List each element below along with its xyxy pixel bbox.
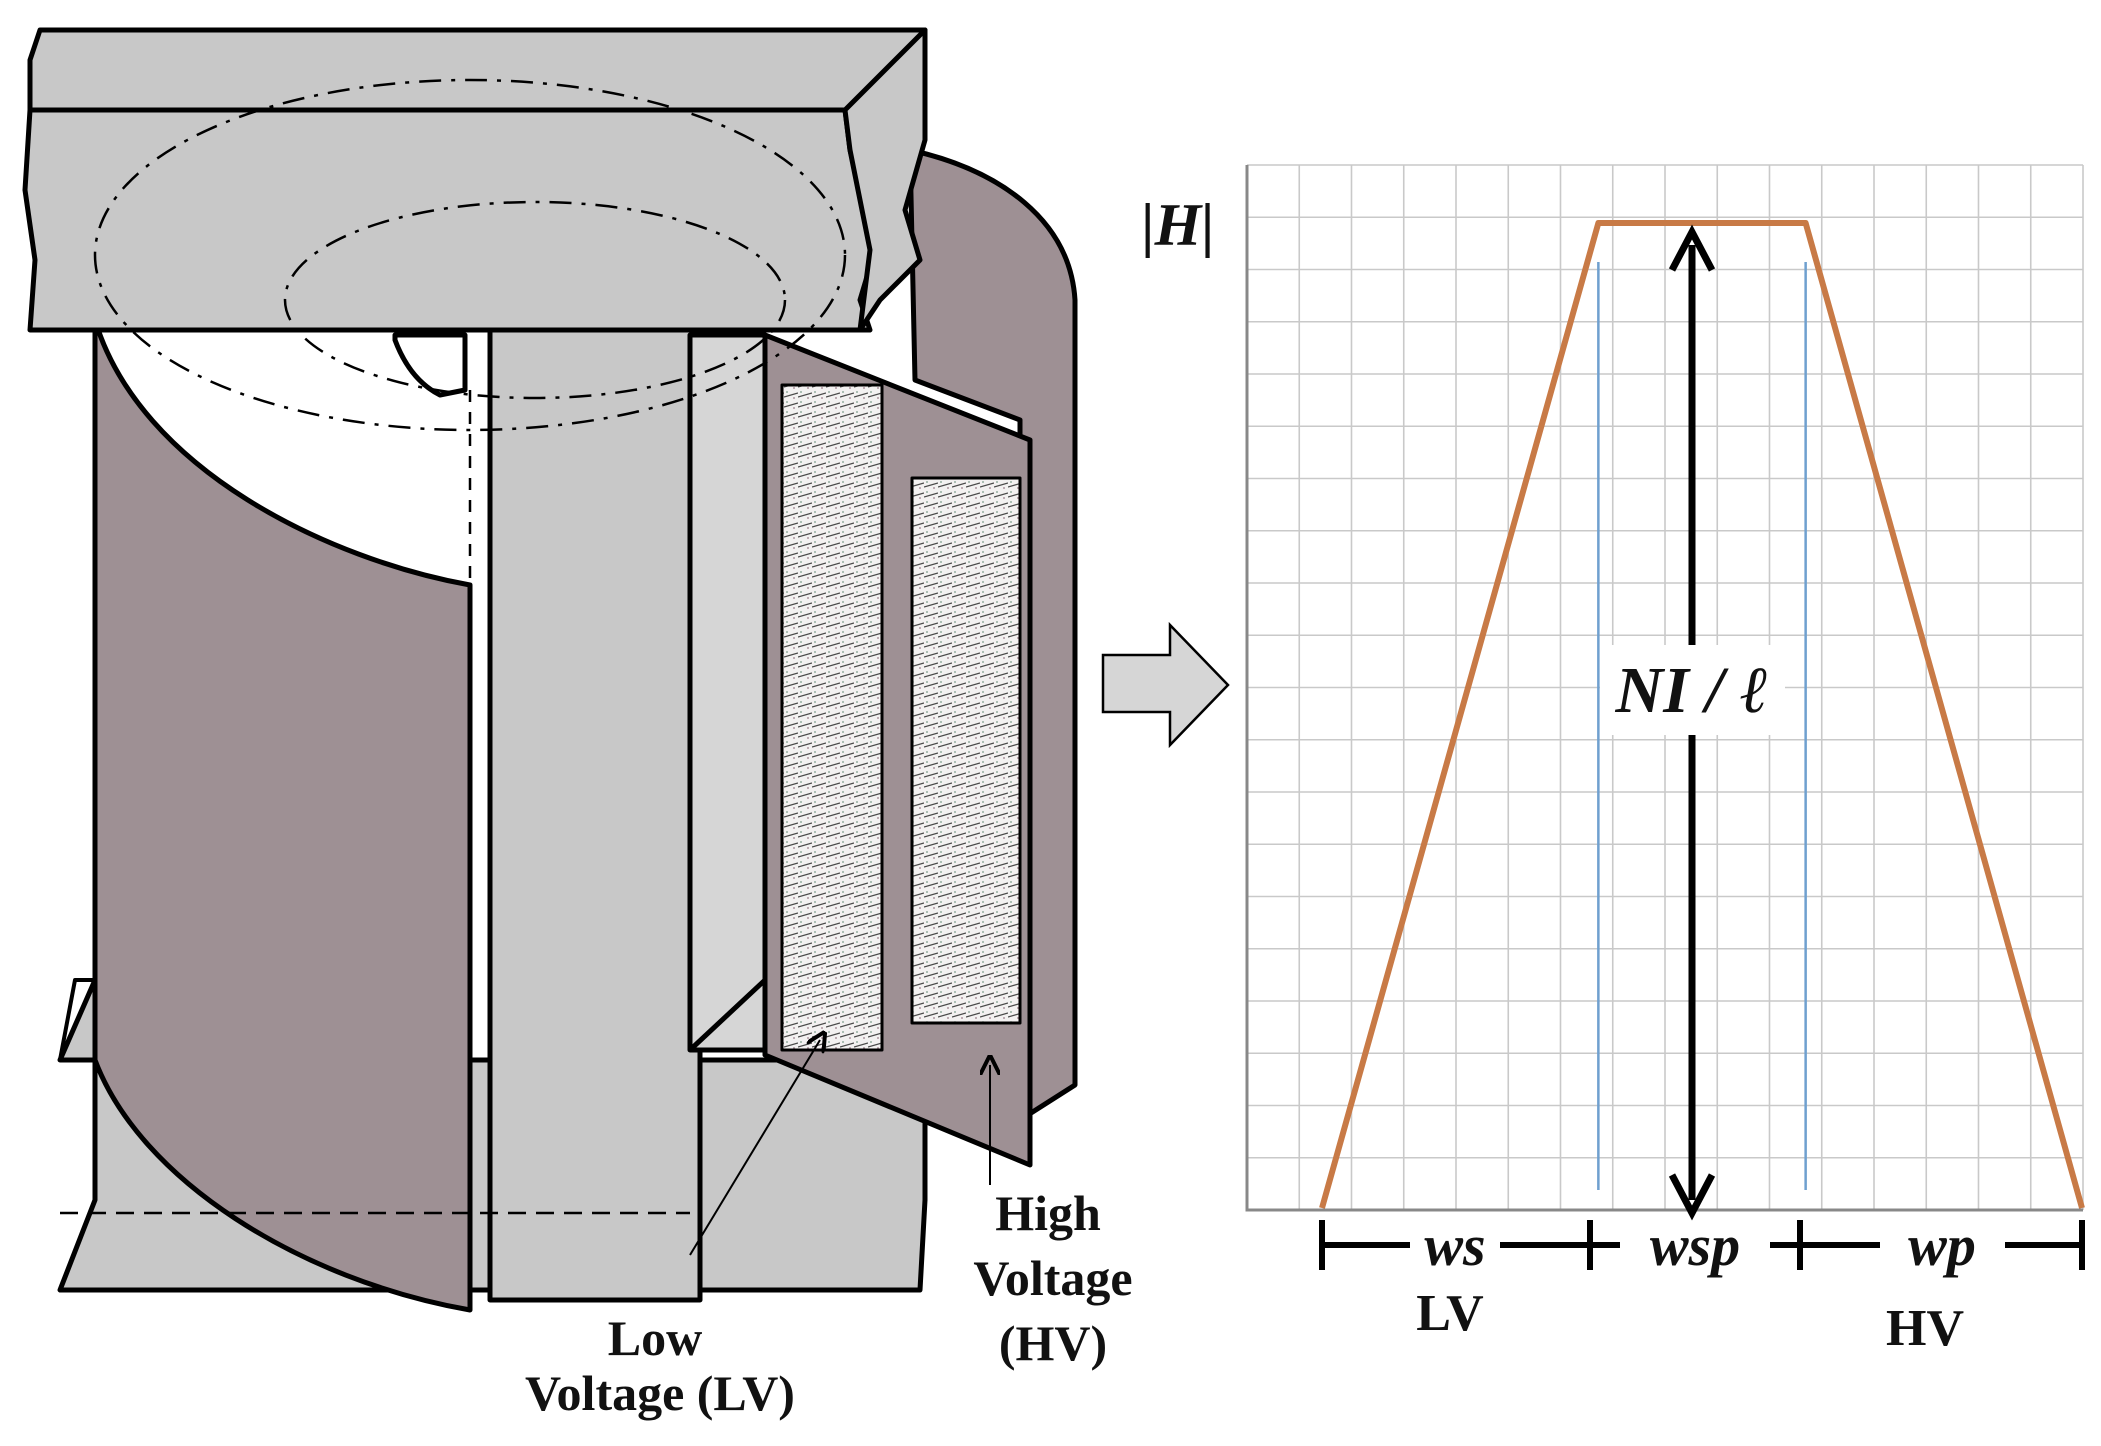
top-yoke-front <box>22 107 878 333</box>
hv-short-label: HV <box>1886 1300 1964 1357</box>
ws-label: ws <box>1424 1213 1485 1278</box>
hidden-lines <box>60 78 847 1215</box>
high-voltage-label-line1: High <box>995 1185 1101 1241</box>
high-voltage-label-line2: Voltage <box>973 1250 1132 1306</box>
dimension-bars <box>1319 1220 2085 1270</box>
insulation-slot <box>687 332 768 1053</box>
plot-axes <box>1245 165 2083 1212</box>
winding-guides <box>1597 262 1807 1190</box>
window-cutout <box>392 332 468 398</box>
arrow-right-icon <box>1101 621 1230 749</box>
core-limb <box>487 317 703 1303</box>
top-yoke-end <box>842 27 928 333</box>
hv-conductor-strip <box>910 476 1022 1025</box>
ni-over-l-label: NI / ℓ <box>1615 654 1769 727</box>
hv-winding-back <box>907 147 1078 1123</box>
field-profile-line <box>1319 220 2085 1209</box>
lv-short-label: LV <box>1416 1285 1483 1342</box>
lv-conductor-strip <box>780 383 884 1052</box>
plot-grid <box>1246 164 2084 1211</box>
field-plot: NI / ℓ |H| ws wsp wp LV HV <box>1141 164 2085 1357</box>
low-voltage-label-line1: Low <box>608 1310 702 1366</box>
low-voltage-label-line2: Voltage (LV) <box>525 1365 795 1421</box>
wsp-label: wsp <box>1650 1213 1740 1278</box>
h-axis-label: |H| <box>1141 192 1214 258</box>
lv-winding-shell <box>92 317 473 1313</box>
wp-label: wp <box>1908 1213 1976 1278</box>
transformer-illustration <box>22 27 1078 1313</box>
leader-lines <box>689 1040 990 1256</box>
high-voltage-label-line3: (HV) <box>999 1315 1107 1371</box>
